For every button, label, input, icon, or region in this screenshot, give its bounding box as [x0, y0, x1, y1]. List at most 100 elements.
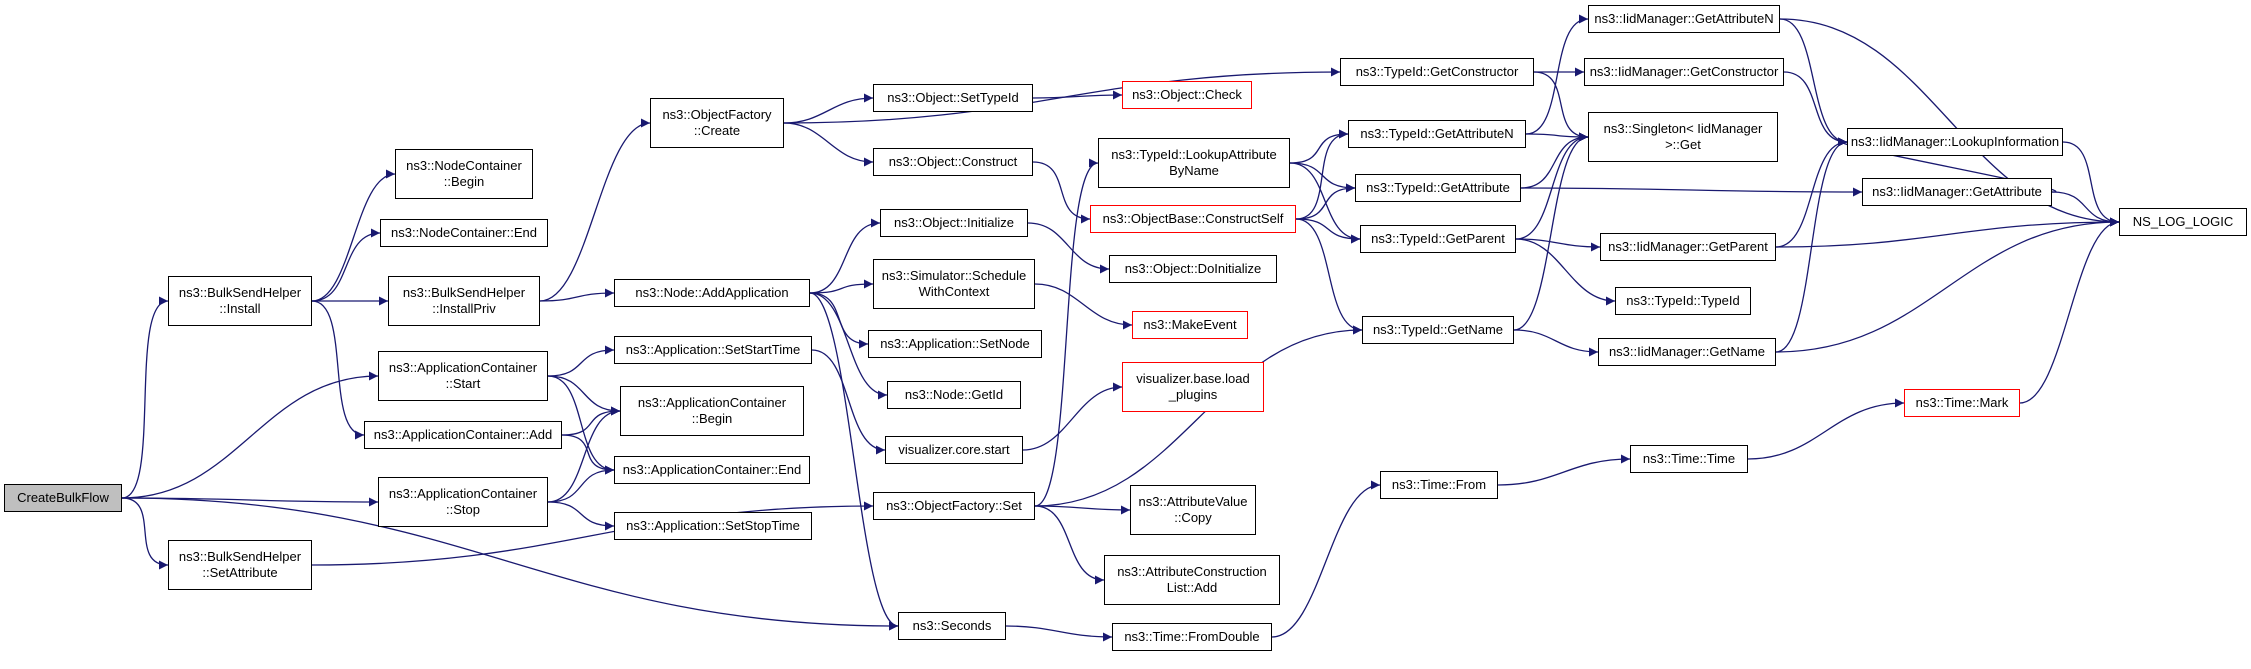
node-time-time[interactable]: ns3::Time::Time: [1630, 445, 1748, 473]
edge-iidm-getattribute-to-ns-log-logic: [2051, 191, 2120, 227]
edge-createbulkflow-to-ac-start: [121, 371, 379, 499]
node-ac-start[interactable]: ns3::ApplicationContainer ::Start: [378, 351, 548, 401]
node-nc-end[interactable]: ns3::NodeContainer::End: [380, 219, 548, 247]
node-obj-construct[interactable]: ns3::Object::Construct: [873, 148, 1033, 176]
node-app-setstarttime[interactable]: ns3::Application::SetStartTime: [614, 336, 812, 364]
edge-bsh-install-to-ac-add: [311, 300, 365, 440]
edge-sim-schedulewithcontext-to-makeevent: [1034, 283, 1133, 330]
node-tid-getname[interactable]: ns3::TypeId::GetName: [1362, 316, 1514, 344]
edge-ac-stop-to-app-setstoptime: [547, 501, 615, 531]
node-tid-getattribute[interactable]: ns3::TypeId::GetAttribute: [1355, 174, 1521, 202]
edge-tid-lookupattributebyname-to-tid-getattributen: [1289, 129, 1349, 164]
edge-objbase-constructself-to-tid-getparent: [1295, 218, 1361, 244]
edge-createbulkflow-to-seconds: [121, 497, 899, 631]
node-ac-end[interactable]: ns3::ApplicationContainer::End: [614, 456, 810, 484]
edge-of-create-to-obj-settypeid: [783, 93, 874, 124]
edge-tid-lookupattributebyname-to-tid-getparent: [1289, 162, 1361, 244]
edge-node-addapplication-to-seconds: [809, 292, 899, 631]
edge-time-fromdouble-to-time-from: [1271, 480, 1381, 638]
edge-time-time-to-time-mark: [1747, 398, 1905, 460]
node-nc-begin[interactable]: ns3::NodeContainer ::Begin: [395, 149, 533, 199]
edge-tid-getattribute-to-iidm-getattribute: [1520, 187, 1863, 197]
node-tid-getparent[interactable]: ns3::TypeId::GetParent: [1360, 225, 1516, 253]
edge-obj-construct-to-objbase-constructself: [1032, 161, 1091, 224]
node-tid-lookupattributebyname[interactable]: ns3::TypeId::LookupAttribute ByName: [1098, 138, 1290, 188]
node-seconds[interactable]: ns3::Seconds: [898, 612, 1006, 640]
edge-iidm-getconstructor-to-iidm-lookupinformation: [1783, 71, 1848, 147]
node-singleton-get[interactable]: ns3::Singleton< IidManager >::Get: [1588, 112, 1778, 162]
edge-tid-getattribute-to-singleton-get: [1520, 132, 1589, 189]
edge-of-create-to-obj-construct: [783, 122, 874, 167]
edge-time-from-to-time-time: [1497, 454, 1631, 486]
node-iidm-getconstructor[interactable]: ns3::IidManager::GetConstructor: [1584, 58, 1784, 86]
node-obj-doinitialize[interactable]: ns3::Object::DoInitialize: [1109, 255, 1277, 283]
edge-tid-getparent-to-tid-typeid: [1515, 238, 1616, 306]
node-attrconstructionlist-add[interactable]: ns3::AttributeConstruction List::Add: [1104, 555, 1280, 605]
edge-createbulkflow-to-bsh-install: [121, 296, 169, 499]
node-app-setnode[interactable]: ns3::Application::SetNode: [868, 330, 1042, 358]
edge-app-setstarttime-to-viz-core-start: [811, 349, 886, 455]
node-node-getid[interactable]: ns3::Node::GetId: [887, 381, 1021, 409]
edge-ac-start-to-app-setstarttime: [547, 345, 615, 377]
node-bsh-setattribute[interactable]: ns3::BulkSendHelper ::SetAttribute: [168, 540, 312, 590]
node-ns-log-logic[interactable]: NS_LOG_LOGIC: [2119, 208, 2247, 236]
edge-of-set-to-tid-getname: [1034, 325, 1363, 507]
node-objbase-constructself[interactable]: ns3::ObjectBase::ConstructSelf: [1090, 205, 1296, 233]
edge-iidm-getparent-to-iidm-lookupinformation: [1775, 137, 1848, 248]
edge-iidm-getname-to-iidm-lookupinformation: [1775, 137, 1848, 353]
node-time-from[interactable]: ns3::Time::From: [1380, 471, 1498, 499]
node-of-set[interactable]: ns3::ObjectFactory::Set: [873, 492, 1035, 520]
node-tid-getconstructor[interactable]: ns3::TypeId::GetConstructor: [1340, 58, 1534, 86]
node-bsh-installpriv[interactable]: ns3::BulkSendHelper ::InstallPriv: [388, 276, 540, 326]
edge-of-set-to-tid-lookupattributebyname: [1034, 158, 1099, 507]
edge-ac-start-to-ac-begin: [547, 375, 621, 416]
node-of-create[interactable]: ns3::ObjectFactory ::Create: [650, 98, 784, 148]
node-app-setstoptime[interactable]: ns3::Application::SetStopTime: [614, 512, 812, 540]
edge-createbulkflow-to-bsh-setattribute: [121, 497, 169, 570]
edge-bsh-installpriv-to-of-create: [539, 118, 651, 302]
edge-node-addapplication-to-sim-schedulewithcontext: [809, 279, 874, 294]
edge-ac-add-to-ac-end: [561, 434, 615, 475]
node-obj-settypeid[interactable]: ns3::Object::SetTypeId: [873, 84, 1033, 112]
node-tid-typeid[interactable]: ns3::TypeId::TypeId: [1615, 287, 1751, 315]
node-obj-initialize[interactable]: ns3::Object::Initialize: [880, 209, 1028, 237]
node-node-addapplication[interactable]: ns3::Node::AddApplication: [614, 279, 810, 307]
edge-tid-getparent-to-iidm-getparent: [1515, 238, 1601, 252]
node-iidm-getparent[interactable]: ns3::IidManager::GetParent: [1600, 233, 1776, 261]
node-ac-stop[interactable]: ns3::ApplicationContainer ::Stop: [378, 477, 548, 527]
node-sim-schedulewithcontext[interactable]: ns3::Simulator::Schedule WithContext: [873, 259, 1035, 309]
node-viz-base-loadplugins[interactable]: visualizer.base.load _plugins: [1122, 362, 1264, 412]
node-ac-add[interactable]: ns3::ApplicationContainer::Add: [364, 421, 562, 449]
node-obj-check[interactable]: ns3::Object::Check: [1122, 81, 1252, 109]
edge-tid-getparent-to-singleton-get: [1515, 132, 1589, 240]
node-iidm-getattribute[interactable]: ns3::IidManager::GetAttribute: [1862, 178, 2052, 206]
edge-objbase-constructself-to-tid-getattribute: [1295, 183, 1356, 220]
edge-iidm-getattributen-to-iidm-lookupinformation: [1779, 18, 1848, 147]
node-viz-core-start[interactable]: visualizer.core.start: [885, 436, 1023, 464]
edge-tid-getattributen-to-singleton-get: [1525, 132, 1589, 142]
edge-of-set-to-attrconstructionlist-add: [1034, 505, 1105, 585]
edge-bsh-installpriv-to-node-addapplication: [539, 288, 615, 302]
node-createbulkflow[interactable]: CreateBulkFlow: [4, 484, 122, 512]
node-ac-begin[interactable]: ns3::ApplicationContainer ::Begin: [620, 386, 804, 436]
edge-bsh-install-to-nc-end: [311, 228, 381, 302]
edge-iidm-lookupinformation-to-ns-log-logic: [2062, 141, 2120, 227]
edge-ac-start-to-ac-end: [547, 375, 615, 475]
node-bsh-install[interactable]: ns3::BulkSendHelper ::Install: [168, 276, 312, 326]
edge-ac-stop-to-ac-end: [547, 465, 615, 503]
node-tid-getattributen[interactable]: ns3::TypeId::GetAttributeN: [1348, 120, 1526, 148]
edge-objbase-constructself-to-tid-getname: [1295, 218, 1363, 335]
edge-tid-getconstructor-to-singleton-get: [1533, 71, 1589, 142]
node-makeevent[interactable]: ns3::MakeEvent: [1132, 311, 1248, 339]
node-iidm-lookupinformation[interactable]: ns3::IidManager::LookupInformation: [1847, 128, 2063, 156]
edge-tid-getname-to-singleton-get: [1513, 132, 1589, 331]
node-iidm-getattributen[interactable]: ns3::IidManager::GetAttributeN: [1588, 5, 1780, 33]
edge-iidm-getname-to-ns-log-logic: [1775, 217, 2120, 353]
node-time-mark[interactable]: ns3::Time::Mark: [1904, 389, 2020, 417]
node-iidm-getname[interactable]: ns3::IidManager::GetName: [1598, 338, 1776, 366]
node-attrval-copy[interactable]: ns3::AttributeValue ::Copy: [1130, 485, 1256, 535]
node-time-fromdouble[interactable]: ns3::Time::FromDouble: [1112, 623, 1272, 651]
edge-ac-stop-to-ac-begin: [547, 406, 621, 503]
